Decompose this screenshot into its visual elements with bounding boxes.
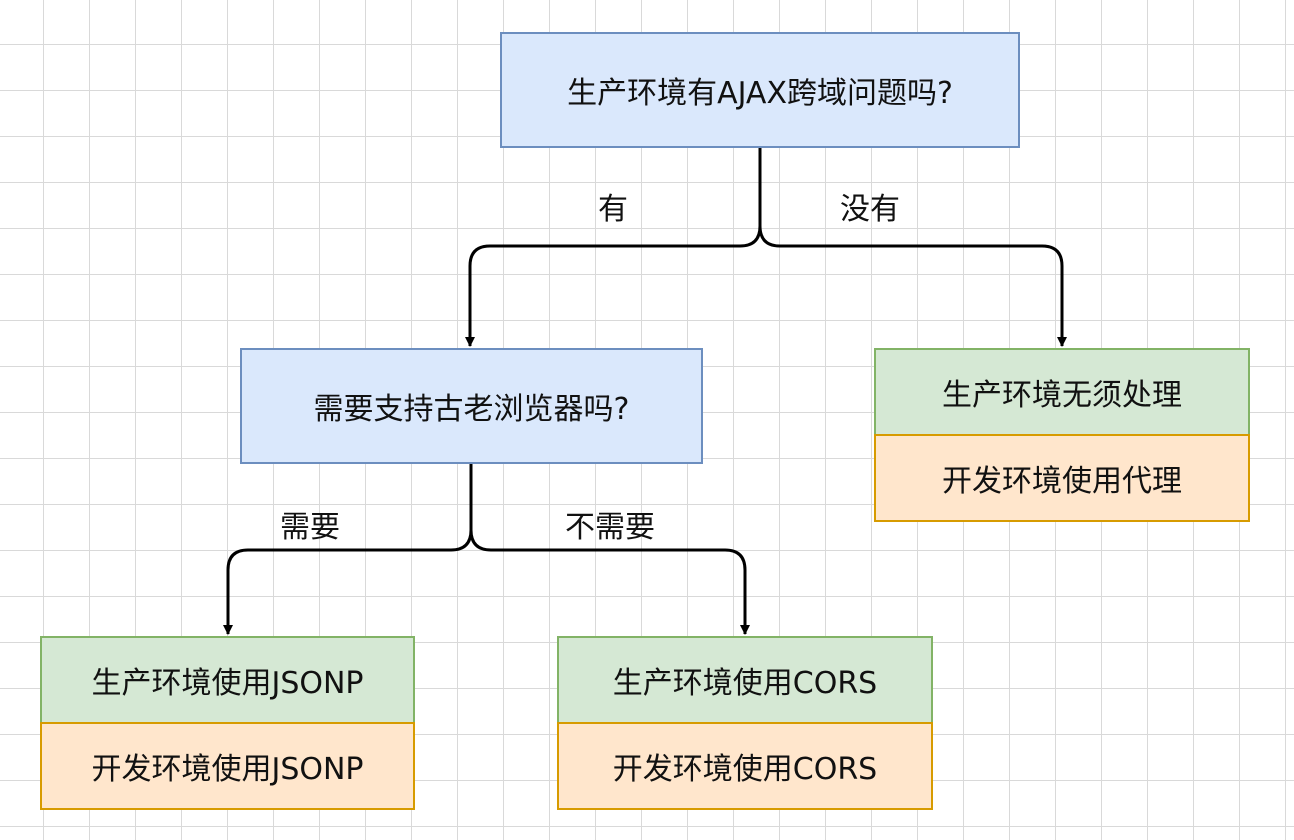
dev-proxy-box[interactable]: 开发环境使用代理 bbox=[874, 434, 1250, 522]
prod-jsonp-box[interactable]: 生产环境使用JSONP bbox=[40, 636, 415, 724]
decision-legacy-browser-support[interactable]: 需要支持古老浏览器吗? bbox=[240, 348, 703, 464]
edge-label-need: 需要 bbox=[280, 510, 340, 545]
prod-cors-box[interactable]: 生产环境使用CORS bbox=[557, 636, 933, 724]
prod-no-handling-box[interactable]: 生产环境无须处理 bbox=[874, 348, 1250, 436]
connector-yes bbox=[465, 148, 762, 347]
edge-label-no: 没有 bbox=[840, 192, 900, 227]
connector-no bbox=[758, 225, 1067, 347]
dev-jsonp-box[interactable]: 开发环境使用JSONP bbox=[40, 722, 415, 810]
connector-need bbox=[223, 464, 473, 635]
edge-label-yes: 有 bbox=[598, 192, 628, 227]
dev-cors-box[interactable]: 开发环境使用CORS bbox=[557, 722, 933, 810]
connector-not-need bbox=[469, 529, 750, 635]
edge-label-not-need: 不需要 bbox=[565, 510, 655, 545]
decision-ajax-cors-issue[interactable]: 生产环境有AJAX跨域问题吗? bbox=[500, 32, 1020, 148]
